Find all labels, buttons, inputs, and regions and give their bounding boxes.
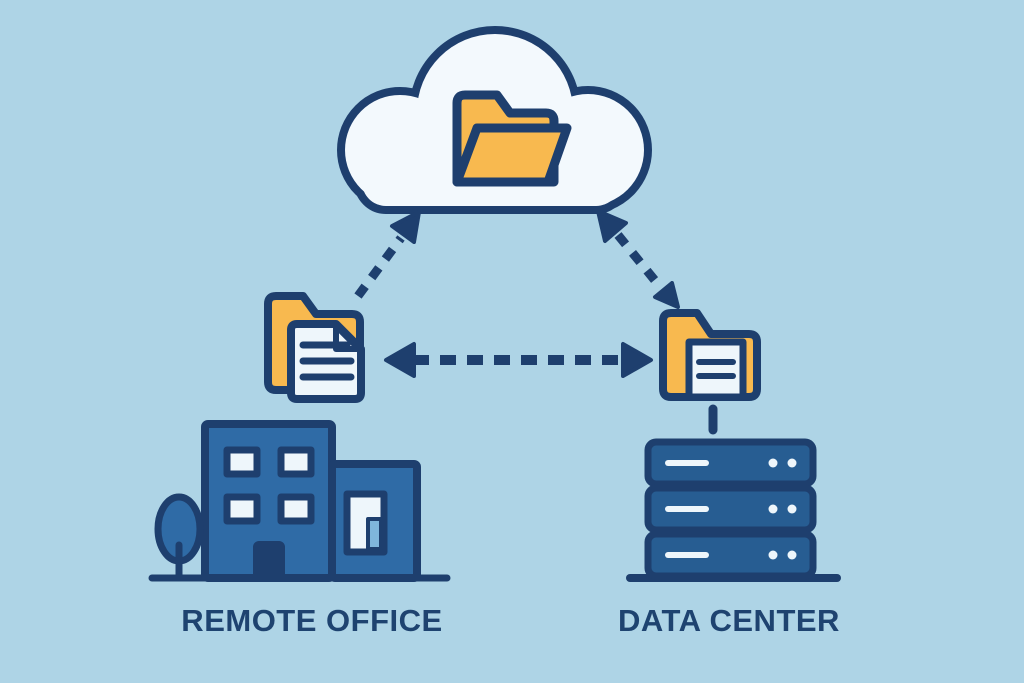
annex-inner-door (366, 517, 383, 551)
server-led (768, 504, 778, 514)
folder-file-icon (659, 309, 761, 435)
cloud-folder-icon (452, 90, 572, 187)
sync-arrow-horizontal (384, 342, 653, 378)
server-led (787, 458, 797, 468)
office-building-icon (201, 420, 421, 582)
server-led (787, 504, 797, 514)
sync-arrow-left (354, 210, 421, 299)
server-rack-icon (644, 438, 817, 580)
sync-arrow-right (596, 209, 680, 309)
document-text-lines (299, 341, 355, 381)
data-center-label: DATA CENTER (618, 603, 840, 638)
server-unit (644, 484, 817, 534)
file-text-lines (696, 359, 736, 379)
server-led (787, 550, 797, 560)
server-unit (644, 530, 817, 580)
remote-office-label: REMOTE OFFICE (181, 603, 443, 638)
building-door (253, 541, 285, 581)
server-led (768, 550, 778, 560)
server-unit (644, 438, 817, 488)
folder-document-icon (264, 292, 365, 403)
server-led (768, 458, 778, 468)
tree-icon (154, 493, 204, 582)
building-windows (223, 446, 315, 525)
